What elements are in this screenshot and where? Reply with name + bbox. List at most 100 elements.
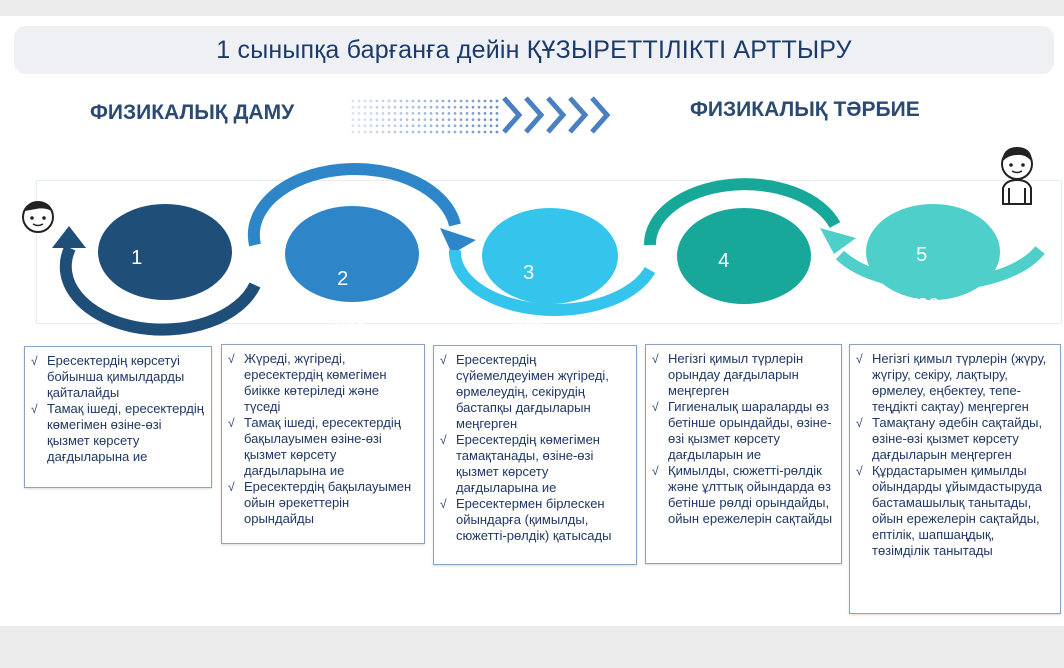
stage-list-2: Жүреді, жүгіреді, ересектердің көмегімен… bbox=[222, 345, 424, 531]
dot bbox=[441, 124, 445, 128]
arc-3 bbox=[448, 249, 656, 316]
dot bbox=[351, 112, 355, 115]
dot bbox=[405, 112, 409, 115]
arc-1 bbox=[59, 245, 261, 336]
dot bbox=[405, 118, 409, 121]
dot bbox=[477, 99, 481, 103]
dot bbox=[429, 124, 433, 128]
dot bbox=[399, 99, 403, 103]
list-item: Тамақтану әдебін сақтайды, өзіне-өзі қыз… bbox=[856, 415, 1054, 463]
stage-unit-5: жас bbox=[904, 292, 939, 314]
dot bbox=[411, 112, 415, 115]
stage-unit-4: жас bbox=[706, 298, 741, 320]
dot bbox=[369, 99, 373, 103]
list-item: Ересектердің бақылауымен ойын әрекеттері… bbox=[228, 479, 418, 527]
right-heading: ФИЗИКАЛЫҚ ТӘРБИЕ bbox=[690, 98, 920, 121]
dot bbox=[351, 99, 355, 103]
dot bbox=[387, 99, 391, 103]
dot bbox=[453, 124, 457, 128]
dot bbox=[447, 112, 451, 115]
dot bbox=[459, 99, 463, 103]
dot bbox=[471, 130, 475, 134]
dot bbox=[381, 118, 385, 121]
dot bbox=[495, 130, 499, 134]
dot bbox=[435, 105, 439, 109]
dot bbox=[411, 105, 415, 109]
dot bbox=[453, 130, 457, 134]
dot bbox=[405, 130, 409, 134]
dot bbox=[351, 118, 355, 121]
dot bbox=[417, 112, 421, 115]
dot bbox=[465, 130, 469, 134]
list-item: Ересектермен бірлескен ойындарға (қимылд… bbox=[440, 496, 630, 544]
dot bbox=[357, 124, 361, 128]
dot bbox=[489, 112, 493, 115]
dot bbox=[489, 105, 493, 109]
stage-label-5: 5 жас bbox=[893, 219, 939, 315]
stage-label-1: 1 жас bbox=[120, 222, 166, 318]
dot bbox=[399, 130, 403, 134]
stage-circle-1 bbox=[98, 204, 232, 300]
dot bbox=[495, 124, 499, 128]
stage-circle-4 bbox=[677, 208, 811, 304]
dot bbox=[423, 124, 427, 128]
dot bbox=[483, 130, 487, 134]
stage-box-4: Негізгі қимыл түрлерін орындау дағдылары… bbox=[645, 344, 842, 564]
dot bbox=[459, 130, 463, 134]
dot bbox=[393, 99, 397, 103]
dot bbox=[375, 124, 379, 128]
dot bbox=[417, 99, 421, 103]
stage-label-2: 2 жас bbox=[320, 243, 366, 339]
dot bbox=[387, 118, 391, 121]
dot bbox=[405, 124, 409, 128]
dot bbox=[411, 118, 415, 121]
dot bbox=[363, 112, 367, 115]
dot bbox=[447, 124, 451, 128]
dot bbox=[399, 118, 403, 121]
dot bbox=[477, 105, 481, 109]
dot bbox=[387, 130, 391, 134]
child-icon bbox=[1001, 147, 1033, 205]
dot bbox=[393, 112, 397, 115]
dot bbox=[447, 130, 451, 134]
dot bbox=[489, 118, 493, 121]
baby-face-icon bbox=[22, 201, 54, 233]
dot bbox=[369, 124, 373, 128]
list-item: Негізгі қимыл түрлерін орындау дағдылары… bbox=[652, 351, 835, 399]
dot bbox=[483, 99, 487, 103]
dot bbox=[477, 118, 481, 121]
arc-2 bbox=[247, 162, 461, 247]
dot bbox=[375, 118, 379, 121]
dot bbox=[429, 118, 433, 121]
dot bbox=[471, 124, 475, 128]
list-item: Тамақ ішеді, ересектердің көмегімен өзін… bbox=[31, 401, 205, 465]
dot bbox=[489, 130, 493, 134]
dot bbox=[363, 105, 367, 109]
dot bbox=[369, 112, 373, 115]
dot bbox=[399, 124, 403, 128]
arrow-head-4 bbox=[820, 228, 856, 254]
dot bbox=[435, 112, 439, 115]
dot bbox=[381, 124, 385, 128]
dot bbox=[405, 99, 409, 103]
list-item: Ересектердің көмегімен тамақтанады, өзін… bbox=[440, 432, 630, 496]
dot bbox=[381, 112, 385, 115]
dot bbox=[465, 99, 469, 103]
dot bbox=[435, 130, 439, 134]
dot bbox=[357, 105, 361, 109]
dot bbox=[417, 118, 421, 121]
dot bbox=[483, 124, 487, 128]
dot bbox=[465, 118, 469, 121]
dot bbox=[429, 105, 433, 109]
list-item: Тамақ ішеді, ересектердің бақылауымен өз… bbox=[228, 415, 418, 479]
dot bbox=[453, 118, 457, 121]
bottom-band bbox=[0, 626, 1064, 668]
dot bbox=[423, 105, 427, 109]
dot bbox=[381, 130, 385, 134]
stage-list-1: Ересектердің көрсетуі бойынша қимылдарды… bbox=[25, 347, 211, 469]
dot bbox=[369, 118, 373, 121]
stage-unit-1: жас bbox=[131, 295, 166, 317]
dot bbox=[387, 124, 391, 128]
dot bbox=[465, 124, 469, 128]
dot bbox=[417, 105, 421, 109]
